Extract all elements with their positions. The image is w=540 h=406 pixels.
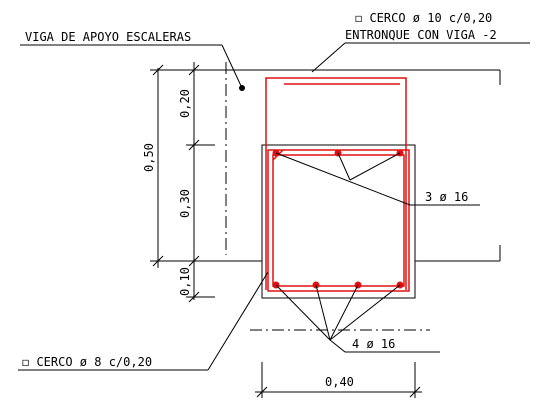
label-bottom-bars: 4 ø 16 — [352, 337, 395, 351]
dim-width: 0,40 — [325, 375, 354, 389]
label-beam-support: VIGA DE APOYO ESCALERAS — [25, 30, 191, 44]
leaders — [18, 42, 530, 371]
connection-stirrup — [265, 77, 407, 290]
stirrup-inner — [272, 154, 405, 287]
label-stirrup-top-2: ENTRONQUE CON VIGA -2 — [345, 28, 497, 42]
center-lines — [225, 62, 430, 331]
dim-total-height: 0,50 — [142, 143, 156, 172]
label-top-bars: 3 ø 16 — [425, 190, 468, 204]
slab-lines — [190, 69, 501, 262]
horizontal-dimension — [255, 362, 422, 398]
beam-section-outline — [261, 144, 416, 299]
stirrup-outer — [267, 149, 410, 292]
dim-segment-bottom: 0,10 — [178, 267, 192, 296]
rebar-group — [265, 77, 410, 292]
vertical-dimensions — [150, 62, 215, 303]
label-stirrup-top-1: ◻ CERCO ø 10 c/0,20 — [355, 11, 492, 25]
label-stirrup-bottom: ◻ CERCO ø 8 c/0,20 — [22, 355, 152, 369]
dim-segment-top: 0,20 — [178, 89, 192, 118]
dim-segment-mid: 0,30 — [178, 189, 192, 218]
